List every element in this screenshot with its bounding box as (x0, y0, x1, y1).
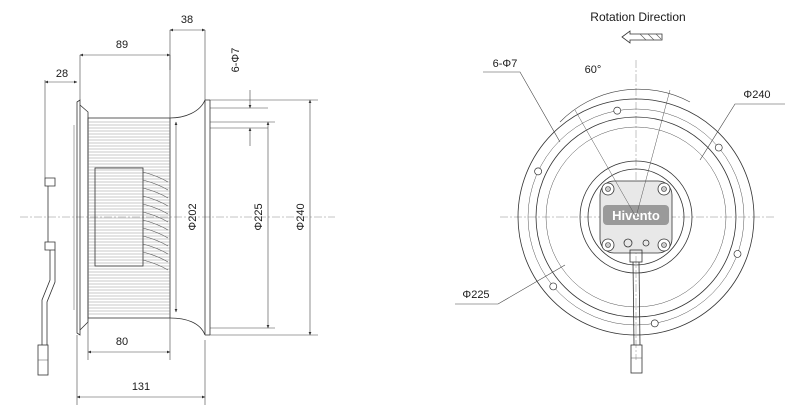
angle-arc (559, 88, 691, 123)
mounting-bracket (37, 99, 89, 376)
inlet-ring-circle (535, 116, 737, 318)
motor-housing (579, 160, 693, 274)
label-phi225: Φ225 (462, 289, 489, 301)
dim-phi225: Φ225 (253, 203, 265, 230)
side-view: 38 89 28 6-Φ7 Φ202 Φ225 Φ240 80 (20, 14, 335, 405)
rotation-direction-title: Rotation Direction (590, 10, 685, 24)
motor-rotor (587, 168, 685, 266)
inner-ring (545, 126, 727, 308)
dim-6-phi7: 6-Φ7 (230, 48, 242, 73)
outer-flange (517, 98, 755, 336)
power-cable (629, 249, 643, 374)
impeller (87, 117, 171, 319)
angle-line-right (635, 89, 671, 218)
flange-holes (534, 106, 742, 328)
phi225-leader (455, 264, 566, 305)
angle-60: 60° (585, 64, 602, 76)
dim-phi202: Φ202 (187, 203, 199, 230)
front-view: Rotation Direction Hivento (455, 10, 785, 374)
dim-80: 80 (116, 336, 128, 348)
dim-89: 89 (116, 39, 128, 51)
angle-line-left (574, 109, 637, 218)
brand-plate (603, 205, 669, 225)
inlet-ring (169, 99, 211, 336)
hole-circle (527, 108, 745, 326)
label-phi240: Φ240 (743, 89, 770, 101)
brand-logo: Hivento (612, 208, 660, 223)
dim-131: 131 (132, 381, 150, 393)
hub-bolts (601, 182, 671, 252)
dim-38: 38 (181, 14, 193, 26)
rotation-arrow-icon (621, 30, 663, 44)
holes-leader (483, 71, 561, 143)
dim-28: 28 (56, 68, 68, 80)
phi240-leader (699, 103, 785, 161)
dim-phi240: Φ240 (295, 203, 307, 230)
label-6-phi7: 6-Φ7 (493, 58, 518, 70)
